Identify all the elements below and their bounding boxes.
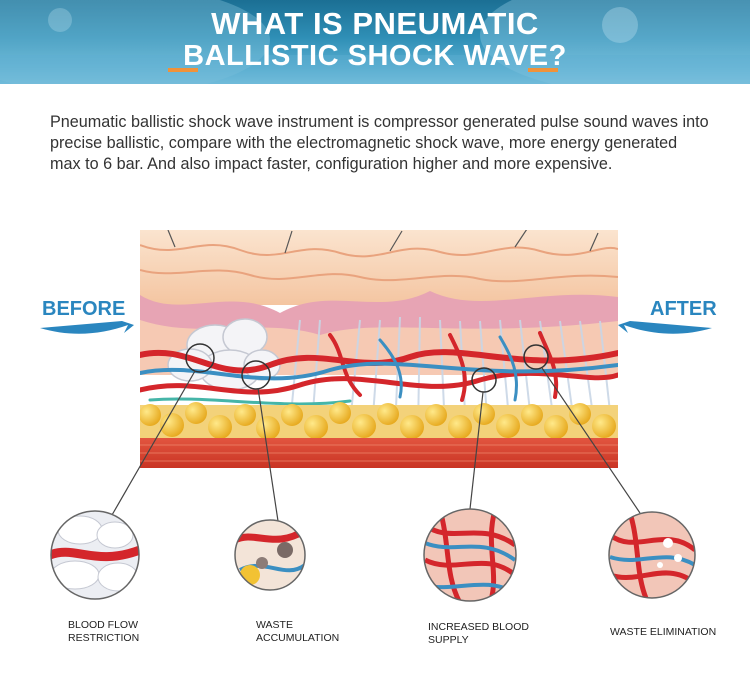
title-underline-left	[168, 68, 198, 72]
after-label: AFTER	[650, 298, 717, 320]
caption-waste-elimination: WASTE ELIMINATION	[610, 626, 717, 638]
caption-increased-blood-supply: INCREASED BLOOD SUPPLY	[428, 621, 529, 646]
detail-circle-blood-flow-restriction	[50, 510, 140, 600]
before-arrow-icon	[40, 321, 134, 334]
detail-circle-waste-accumulation	[234, 519, 306, 591]
skin-block	[140, 230, 618, 468]
title-underline-right	[528, 68, 558, 72]
intro-paragraph: Pneumatic ballistic shock wave instrumen…	[50, 113, 709, 173]
detail-circle-waste-elimination	[608, 511, 696, 599]
caption-waste-accumulation: WASTE ACCUMULATION	[256, 619, 340, 644]
banner-background-art	[0, 0, 750, 84]
after-arrow-icon	[618, 321, 712, 334]
caption-blood-flow-restriction: BLOOD FLOW RESTRICTION	[68, 619, 140, 644]
header-banner: WHAT IS PNEUMATIC BALLISTIC SHOCK WAVE?	[0, 0, 750, 84]
skin-cross-section-illustration	[40, 230, 712, 602]
page-title-line2: BALLISTIC SHOCK WAVE?	[183, 40, 567, 72]
detail-circle-increased-blood-supply	[423, 508, 517, 602]
before-label: BEFORE	[42, 298, 126, 320]
page-title-line1: WHAT IS PNEUMATIC	[211, 6, 539, 41]
